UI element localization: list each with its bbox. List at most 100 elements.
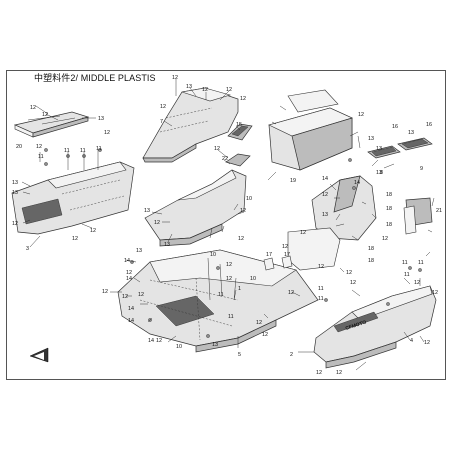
callout-label: 9: [420, 166, 423, 172]
center-tunnel[interactable]: [144, 169, 247, 247]
callout-label: 12: [358, 112, 364, 118]
callout-label: 13: [136, 248, 142, 254]
callout-label: 11: [228, 314, 234, 320]
callout-label: 13: [322, 212, 328, 218]
callout-label: 16: [392, 124, 398, 130]
callout-label: 18: [368, 246, 374, 252]
callout-label: 10: [210, 252, 216, 258]
callout-label: 12: [12, 221, 18, 227]
callout-label: 12: [104, 130, 110, 136]
part-19-storage-tray[interactable]: [268, 89, 353, 171]
callout-label: 12: [138, 292, 144, 298]
part-15-small-panel[interactable]: [227, 123, 253, 141]
callout-label: 12: [226, 276, 232, 282]
callout-label: 12: [72, 236, 78, 242]
callout-label: 13: [186, 84, 192, 90]
diagram-title: 中塑料件2/ MIDDLE PLASTIS: [34, 73, 156, 83]
callout-label: 11: [318, 296, 324, 302]
callout-label: 11: [402, 260, 408, 266]
part-22-shifter-boot[interactable]: [225, 153, 251, 167]
callout-label: 11: [404, 272, 410, 278]
part-17-clips[interactable]: [263, 255, 293, 271]
callout-label: 4: [410, 338, 413, 344]
callout-label: 11: [218, 292, 224, 298]
part-20-cover[interactable]: [13, 111, 90, 138]
callout-label: 18: [368, 258, 374, 264]
callout-labels: 12 13 12 12 12 12 7 15 12 22 12 20 12 13…: [12, 75, 442, 376]
part-21-bracket[interactable]: [403, 197, 433, 235]
callout-label: 13: [12, 180, 18, 186]
callout-label: 13: [212, 342, 218, 348]
callout-label: 11: [38, 154, 44, 160]
callout-label: 12: [350, 280, 356, 286]
callout-label: 17: [284, 252, 290, 258]
callout-label: 19: [290, 178, 296, 184]
callout-label: 14: [126, 276, 132, 282]
callout-label: 17: [266, 252, 272, 258]
callout-label: 11: [418, 260, 424, 266]
callout-label: 12: [424, 340, 430, 346]
callout-label: 2: [290, 352, 293, 358]
callout-label: 14: [128, 306, 134, 312]
callout-label: 12: [126, 270, 132, 276]
part-8-pad[interactable]: [367, 145, 401, 159]
callout-label: 13: [164, 242, 170, 248]
callout-label: 12: [90, 228, 96, 234]
callout-label: 14: [128, 318, 134, 324]
callout-label: 18: [386, 206, 392, 212]
callout-label: 12: [154, 220, 160, 226]
callout-label: 12: [336, 370, 342, 376]
callout-label: 12: [160, 104, 166, 110]
callout-label: 12: [322, 192, 328, 198]
callout-label: 11: [318, 286, 324, 292]
callout-label: 14: [354, 180, 360, 186]
callout-label: 1: [238, 286, 241, 292]
front-direction-arrow-icon: [29, 347, 49, 363]
callout-label: 13: [98, 116, 104, 122]
callout-label: 15: [236, 122, 242, 128]
callout-label: 12: [318, 264, 324, 270]
callout-label: 12: [382, 236, 388, 242]
callout-label: 13: [376, 146, 382, 152]
callout-label: 12: [226, 262, 232, 268]
callout-label: 12: [282, 244, 288, 250]
callout-label: 12: [122, 294, 128, 300]
callout-label: 12: [42, 112, 48, 118]
callout-label: 12: [316, 370, 322, 376]
callout-label: 12: [156, 338, 162, 344]
callout-label: 13: [408, 130, 414, 136]
callout-label: 16: [426, 122, 432, 128]
callout-label: 10: [246, 196, 252, 202]
callout-label: 7: [160, 119, 163, 125]
callout-label: 12: [288, 290, 294, 296]
callout-label: 8: [380, 170, 383, 176]
callout-label: 12: [414, 280, 420, 286]
part-9-pad[interactable]: [397, 137, 433, 151]
callout-label: 18: [386, 192, 392, 198]
callout-label: 14: [124, 258, 130, 264]
part-7-upper-console[interactable]: [142, 87, 239, 163]
callout-label: 12: [30, 105, 36, 111]
callout-label: 10: [176, 344, 182, 350]
callout-label: 5: [238, 352, 241, 358]
callout-label: 12: [300, 230, 306, 236]
callout-label: 12: [346, 270, 352, 276]
callout-label: 12: [214, 146, 220, 152]
callout-label: 21: [436, 208, 442, 214]
callout-label: 12: [256, 320, 262, 326]
part-3-left-side-panel[interactable]: [11, 161, 135, 235]
callout-label: 22: [222, 156, 228, 162]
callout-label: 12: [240, 208, 246, 214]
callout-label: 12: [262, 332, 268, 338]
callout-label: 18: [386, 222, 392, 228]
callout-label: 12: [226, 87, 232, 93]
callout-label: 12: [432, 290, 438, 296]
part-1-floor-pan[interactable]: [117, 249, 319, 353]
part-6-right-rear-panel[interactable]: [287, 175, 377, 271]
part-2-right-side-panel[interactable]: [313, 285, 437, 369]
callout-label: 14: [322, 176, 328, 182]
callout-label: 12: [172, 75, 178, 81]
callout-label: 13: [376, 170, 382, 176]
callout-label: 20: [16, 144, 22, 150]
